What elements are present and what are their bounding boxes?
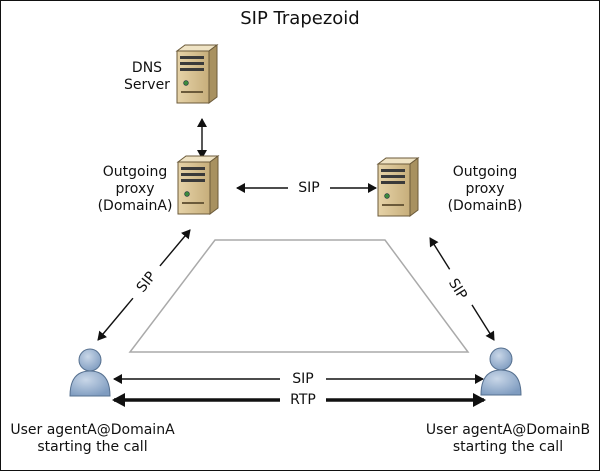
proxy-b-label: Outgoing proxy (DomainB) [440,164,530,215]
proxy-a-label-line-3: (DomainA) [97,198,173,214]
proxy-b-label-line-2: proxy [465,181,505,197]
user-b-icon [480,347,522,396]
proxy-b-label-line-3: (DomainB) [447,198,523,214]
diagram-title: SIP Trapezoid [240,8,360,29]
proxy-b-label-line-1: Outgoing [452,164,518,180]
user-b-label: User agentA@DomainB starting the call [416,422,600,456]
proxy-b-server-icon [377,157,419,217]
proxy-a-label: Outgoing proxy (DomainA) [90,164,180,215]
user-a-label-line-1: User agentA@DomainA [10,422,175,438]
user-b-label-line-1: User agentA@DomainB [425,422,591,438]
user-to-user-rtp-label: RTP [280,392,326,409]
proxy-a-server-icon [177,155,219,215]
dns-label-line-1: DNS [131,60,163,76]
user-a-label-line-2: starting the call [37,439,148,455]
dns-label-line-2: Server [124,77,170,93]
dns-server-icon [176,44,218,104]
user-a-label: User agentA@DomainA starting the call [0,422,185,456]
proxy-to-proxy-label: SIP [288,180,330,197]
proxy-a-label-line-2: proxy [115,181,155,197]
proxy-a-label-line-1: Outgoing [102,164,168,180]
user-b-label-line-2: starting the call [452,439,564,455]
dns-label: DNS Server [112,60,182,94]
user-a-icon [69,348,111,397]
user-to-user-sip-label: SIP [280,371,326,388]
trapezoid-shape [128,239,470,353]
